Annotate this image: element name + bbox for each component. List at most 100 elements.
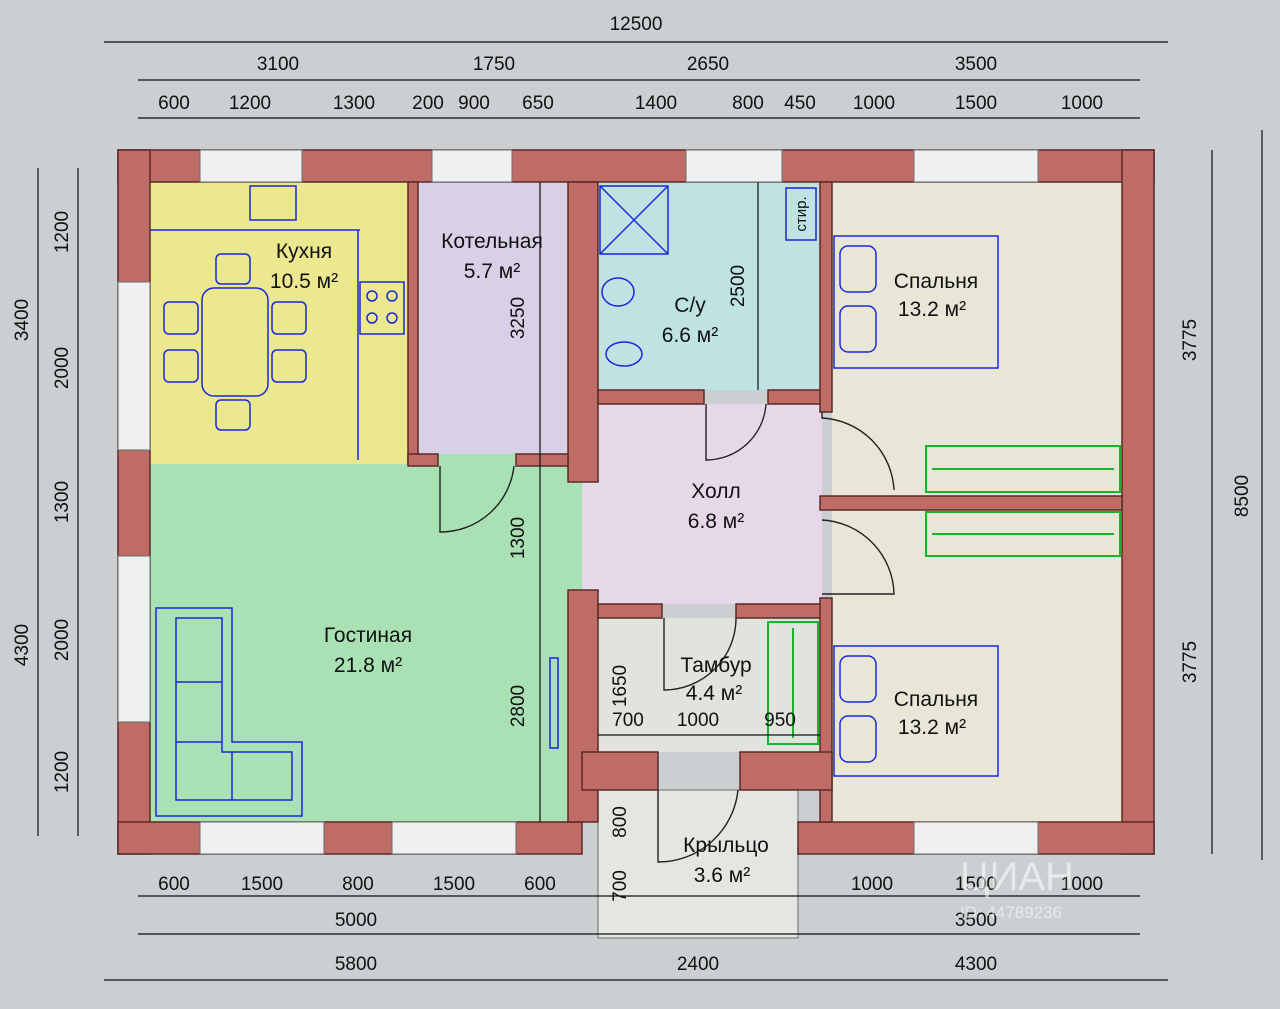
wall-bed-divider (819, 495, 1123, 511)
dim-bottom-small: 600 (158, 874, 190, 895)
dim-bottom-small: 600 (524, 874, 556, 895)
washer-label: стир. (793, 196, 810, 231)
tv-icon (549, 657, 559, 749)
dims-left: 3400 4300 1200 2000 1300 2000 1200 (12, 211, 73, 793)
stove-icon (359, 281, 405, 335)
kitchen-name: Кухня (276, 240, 332, 263)
bed-icon (833, 235, 999, 369)
porch-area: 3.6 м² (694, 864, 750, 887)
burner-icon (366, 290, 378, 302)
dim-top-small: 800 (732, 93, 764, 114)
dim-left-small: 1300 (52, 481, 73, 523)
dim-bottom-mid: 3500 (955, 910, 997, 931)
boiler-area: 5.7 м² (464, 260, 520, 283)
sofa-icon (155, 607, 303, 817)
wall-left (117, 149, 151, 855)
hall-name: Холл (691, 480, 741, 503)
room-floors (150, 182, 1122, 939)
dim-top-small: 1400 (635, 93, 677, 114)
dim-bottom-total: 4300 (955, 954, 997, 975)
wall-boiler-bottom (407, 453, 439, 467)
living-area: 21.8 м² (334, 654, 402, 677)
pillow-icon (839, 715, 877, 763)
dim-bottom-small: 1500 (955, 874, 997, 895)
bedroom2-name: Спальня (894, 688, 978, 711)
pillow-icon (839, 655, 877, 703)
wall-bed-left (819, 181, 833, 413)
windows (117, 149, 1039, 855)
window (685, 149, 783, 183)
chair-icon (163, 349, 199, 383)
window (391, 821, 517, 855)
dim-bath-height: 2500 (728, 265, 749, 307)
kitchen-floor (150, 182, 408, 464)
watermark: ЦИАН ID: 44789236 (960, 855, 1074, 922)
wall-tambur-bottom (581, 751, 659, 791)
wardrobe-icon (767, 621, 819, 745)
dim-porch-height: 800 (610, 806, 631, 838)
window (199, 821, 325, 855)
wall-bath-bottom (597, 389, 705, 405)
bed-icon (833, 645, 999, 777)
dims-inner: 3250 2500 1300 2800 1650 700 1000 950 80… (508, 265, 796, 902)
chair-icon (271, 301, 307, 335)
watermark-id: ID: 44789236 (960, 903, 1062, 922)
dim-bottom-total: 5800 (335, 954, 377, 975)
dim-bottom-small: 1000 (1061, 874, 1103, 895)
doors (439, 403, 895, 863)
dim-top-small: 1200 (229, 93, 271, 114)
window (117, 281, 151, 451)
dim-right-mid: 3775 (1180, 641, 1201, 683)
door-bedroom1 (821, 412, 895, 491)
porch-name: Крыльцо (683, 834, 769, 857)
wardrobes (767, 445, 1121, 745)
sofa-inner (175, 617, 293, 801)
tambur-name: Тамбур (680, 654, 751, 677)
window (117, 555, 151, 723)
watermark-brand: ЦИАН (960, 855, 1074, 899)
porch-floor (597, 789, 799, 939)
dim-living-height1: 1300 (508, 517, 529, 559)
dim-top-total: 12500 (610, 14, 663, 35)
boiler-floor (418, 182, 568, 454)
door-boiler (439, 465, 515, 533)
dim-left-small: 1200 (52, 751, 73, 793)
boiler-name: Котельная (441, 230, 543, 253)
dim-tambur-width: 950 (764, 710, 796, 731)
tambur-area: 4.4 м² (686, 682, 742, 705)
pillow-icon (839, 245, 877, 293)
dim-bottom-small: 1000 (851, 874, 893, 895)
living-furniture (155, 607, 559, 817)
dim-boiler-height: 3250 (508, 297, 529, 339)
dim-bottom-small: 1500 (433, 874, 475, 895)
dining-table-icon (201, 287, 269, 397)
dim-top-small: 450 (784, 93, 816, 114)
bedroom1-floor (832, 182, 1122, 496)
sink-icon (249, 185, 297, 221)
hall-floor (582, 404, 822, 604)
dim-left-mid: 4300 (12, 624, 33, 666)
shower-icon (599, 185, 669, 255)
wall-tambur-top (597, 603, 663, 619)
dim-top-mid: 2650 (687, 54, 729, 75)
wall-tambur-top2 (735, 603, 823, 619)
window (913, 821, 1039, 855)
toilet-icon (605, 341, 643, 367)
beds (833, 235, 999, 777)
bedroom1-area: 13.2 м² (898, 298, 966, 321)
dim-top-small: 1000 (853, 93, 895, 114)
dim-left-mid: 3400 (12, 299, 33, 341)
wall-tambur-bottom2 (739, 751, 833, 791)
bath-fixtures (599, 185, 817, 367)
bedroom1-name: Спальня (894, 270, 978, 293)
kitchen-area: 10.5 м² (270, 270, 338, 293)
dim-top-mid: 3500 (955, 54, 997, 75)
window (431, 149, 513, 183)
dim-right-total: 8500 (1232, 475, 1253, 517)
wardrobe-icon (925, 445, 1121, 493)
dim-tambur-width: 1000 (677, 710, 719, 731)
wardrobe-icon (925, 511, 1121, 557)
dim-top-small: 600 (158, 93, 190, 114)
wall-right (1121, 149, 1155, 855)
burner-icon (386, 290, 398, 302)
